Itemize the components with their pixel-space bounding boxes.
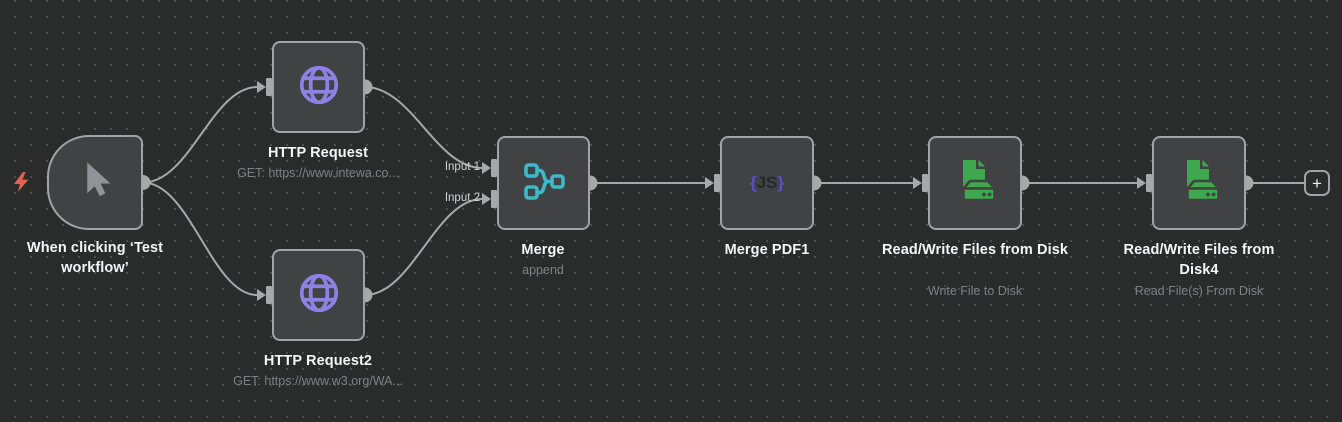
plus-icon: + — [1312, 173, 1322, 193]
node-http-request-1[interactable] — [272, 41, 365, 133]
node-http-request-2[interactable] — [272, 249, 365, 341]
input-port-readwrite1[interactable] — [913, 174, 928, 192]
merge-input2-label: Input 2 — [444, 192, 480, 204]
node-subtitle-http-request-2: GET: https://www.w3.org/WA... — [233, 374, 403, 388]
globe-icon — [296, 62, 342, 113]
node-subtitle-read-write-files-1: Write File to Disk — [927, 284, 1023, 298]
input-port-merge-1[interactable] — [482, 159, 497, 177]
node-merge-pdf-1[interactable]: {JS} — [720, 136, 814, 230]
node-subtitle-read-write-files-2: Read File(s) From Disk — [1134, 284, 1264, 298]
merge-icon — [522, 159, 566, 208]
node-label-http-request-2: HTTP Request2 — [263, 353, 373, 369]
node-label-merge: Merge — [521, 242, 565, 258]
input-port-mergepdf[interactable] — [705, 174, 720, 192]
input-port-readwrite2[interactable] — [1137, 174, 1152, 192]
input-port-http2[interactable] — [257, 286, 272, 304]
js-code-icon: {JS} — [749, 173, 785, 192]
merge-input1-label: Input 1 — [444, 161, 480, 173]
node-subtitle-merge: append — [522, 263, 564, 277]
node-label-manual-trigger: When clicking ‘Test workflow’ — [26, 240, 164, 276]
node-label-http-request-1: HTTP Request — [267, 145, 369, 161]
node-read-write-files-2[interactable] — [1152, 136, 1246, 230]
node-merge[interactable] — [497, 136, 590, 230]
lightning-trigger-icon — [12, 171, 30, 193]
node-manual-trigger[interactable] — [47, 135, 143, 230]
add-node-button[interactable]: + — [1304, 170, 1330, 196]
node-read-write-files-1[interactable] — [928, 136, 1022, 230]
file-disk-icon — [951, 157, 999, 210]
node-label-read-write-files-1: Read/Write Files from Disk — [881, 242, 1069, 258]
node-subtitle-http-request-1: GET: https://www.intewa.co... — [237, 166, 399, 180]
cursor-icon — [75, 159, 115, 206]
node-label-merge-pdf-1: Merge PDF1 — [724, 242, 810, 258]
node-label-read-write-files-2: Read/Write Files from Disk4 — [1123, 242, 1275, 278]
globe-icon — [296, 270, 342, 321]
input-port-http1[interactable] — [257, 78, 272, 96]
input-port-merge-2[interactable] — [482, 190, 497, 208]
file-disk-icon — [1175, 157, 1223, 210]
